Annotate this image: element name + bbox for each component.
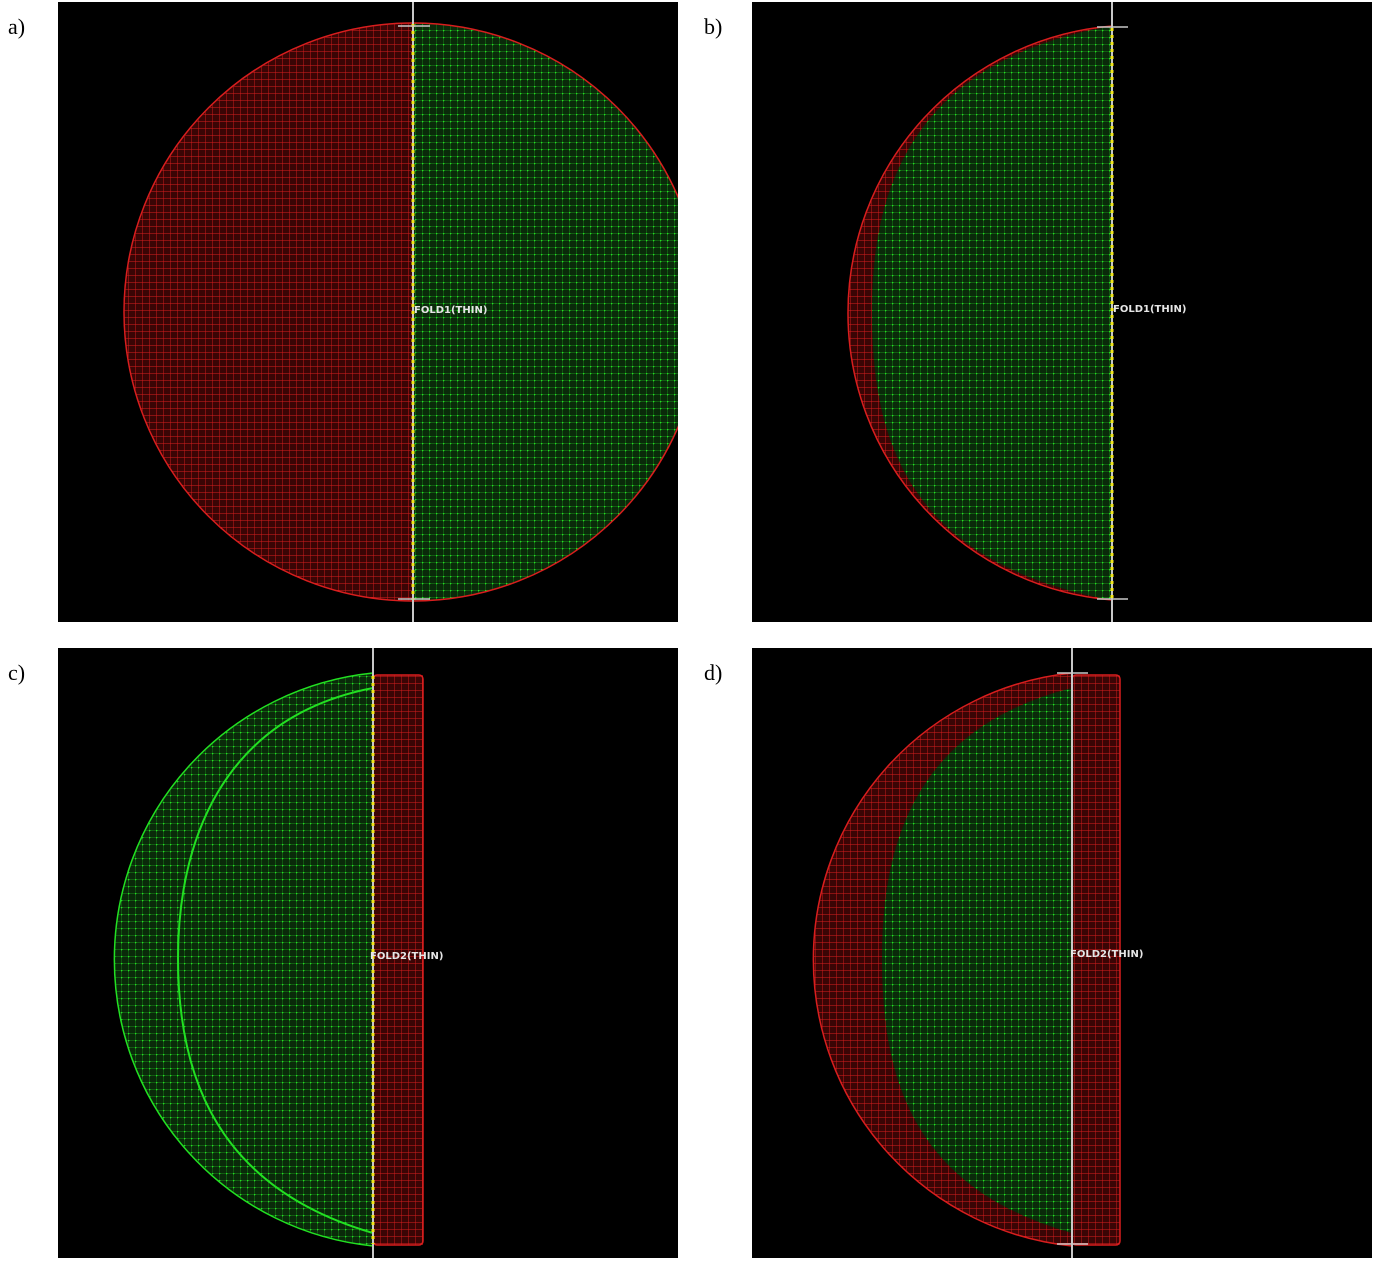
panel-label-c: c) [8,660,26,685]
fold-label: FOLD2(THIN) [370,951,443,962]
panel-label-a: a) [8,14,26,39]
panel-a-svg: FOLD1(THIN) [123,2,678,622]
panel-b: FOLD1(THIN) [752,2,1372,622]
panel-a: FOLD1(THIN) [58,2,678,622]
panel-c: FOLD2(THIN) [58,648,678,1258]
fold-label: FOLD2(THIN) [1070,949,1143,960]
panel-d: FOLD2(THIN) [752,648,1372,1258]
fold-label: FOLD1(THIN) [1113,304,1186,315]
fold-label: FOLD1(THIN) [414,305,487,316]
panel-label-b: b) [704,14,723,39]
panel-c-svg: FOLD2(THIN) [113,648,443,1258]
panel-label-d: d) [704,660,723,685]
panel-d-svg: FOLD2(THIN) [812,648,1143,1258]
panel-b-svg: FOLD1(THIN) [847,2,1186,622]
